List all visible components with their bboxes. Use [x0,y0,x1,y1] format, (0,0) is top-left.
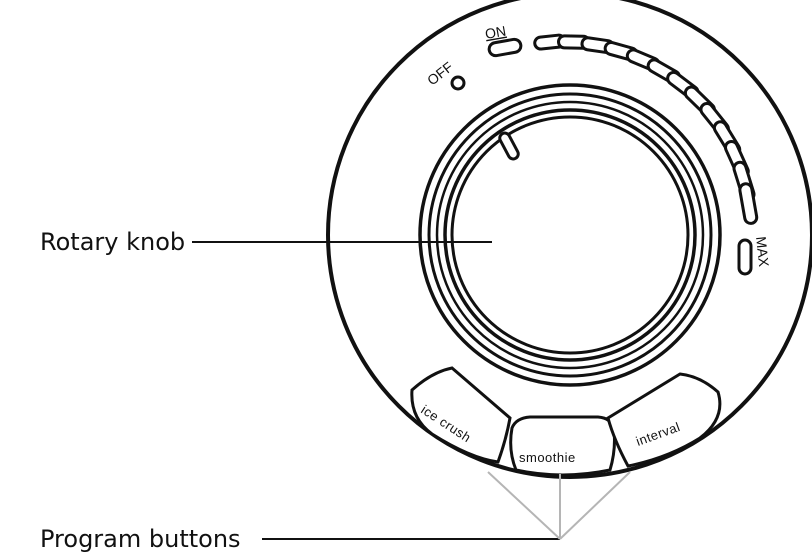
max-indicator-slot [737,238,753,276]
leader-to-ice-crush [487,471,561,540]
knob-ring-inner [450,115,690,355]
on-label: ON [484,23,507,42]
smoothie-button-label: smoothie [519,450,576,465]
knob-ring-4 [443,108,697,362]
ice-crush-button-outline [410,366,512,464]
knob-pointer-icon [498,131,520,161]
smoothie-button[interactable]: smoothie [509,415,616,477]
ice-crush-button[interactable]: ice crush [410,366,512,464]
knob-ring-3 [435,100,705,370]
program-buttons-leader-lines [262,471,631,540]
max-label: MAX [753,236,772,269]
rotary-knob-callout-label: Rotary knob [40,228,185,256]
interval-button-outline [606,372,722,468]
interval-button[interactable]: interval [606,372,722,468]
speed-indicator-marks [533,33,759,225]
leader-to-interval [559,471,631,540]
smoothie-button-outline [509,415,616,477]
speed-mark-13 [738,182,759,225]
knob-ring-2 [427,92,713,378]
rotary-knob[interactable] [418,83,722,387]
on-indicator-slot [487,37,523,58]
off-indicator-dot [450,75,466,91]
program-buttons-callout-label: Program buttons [40,525,241,553]
